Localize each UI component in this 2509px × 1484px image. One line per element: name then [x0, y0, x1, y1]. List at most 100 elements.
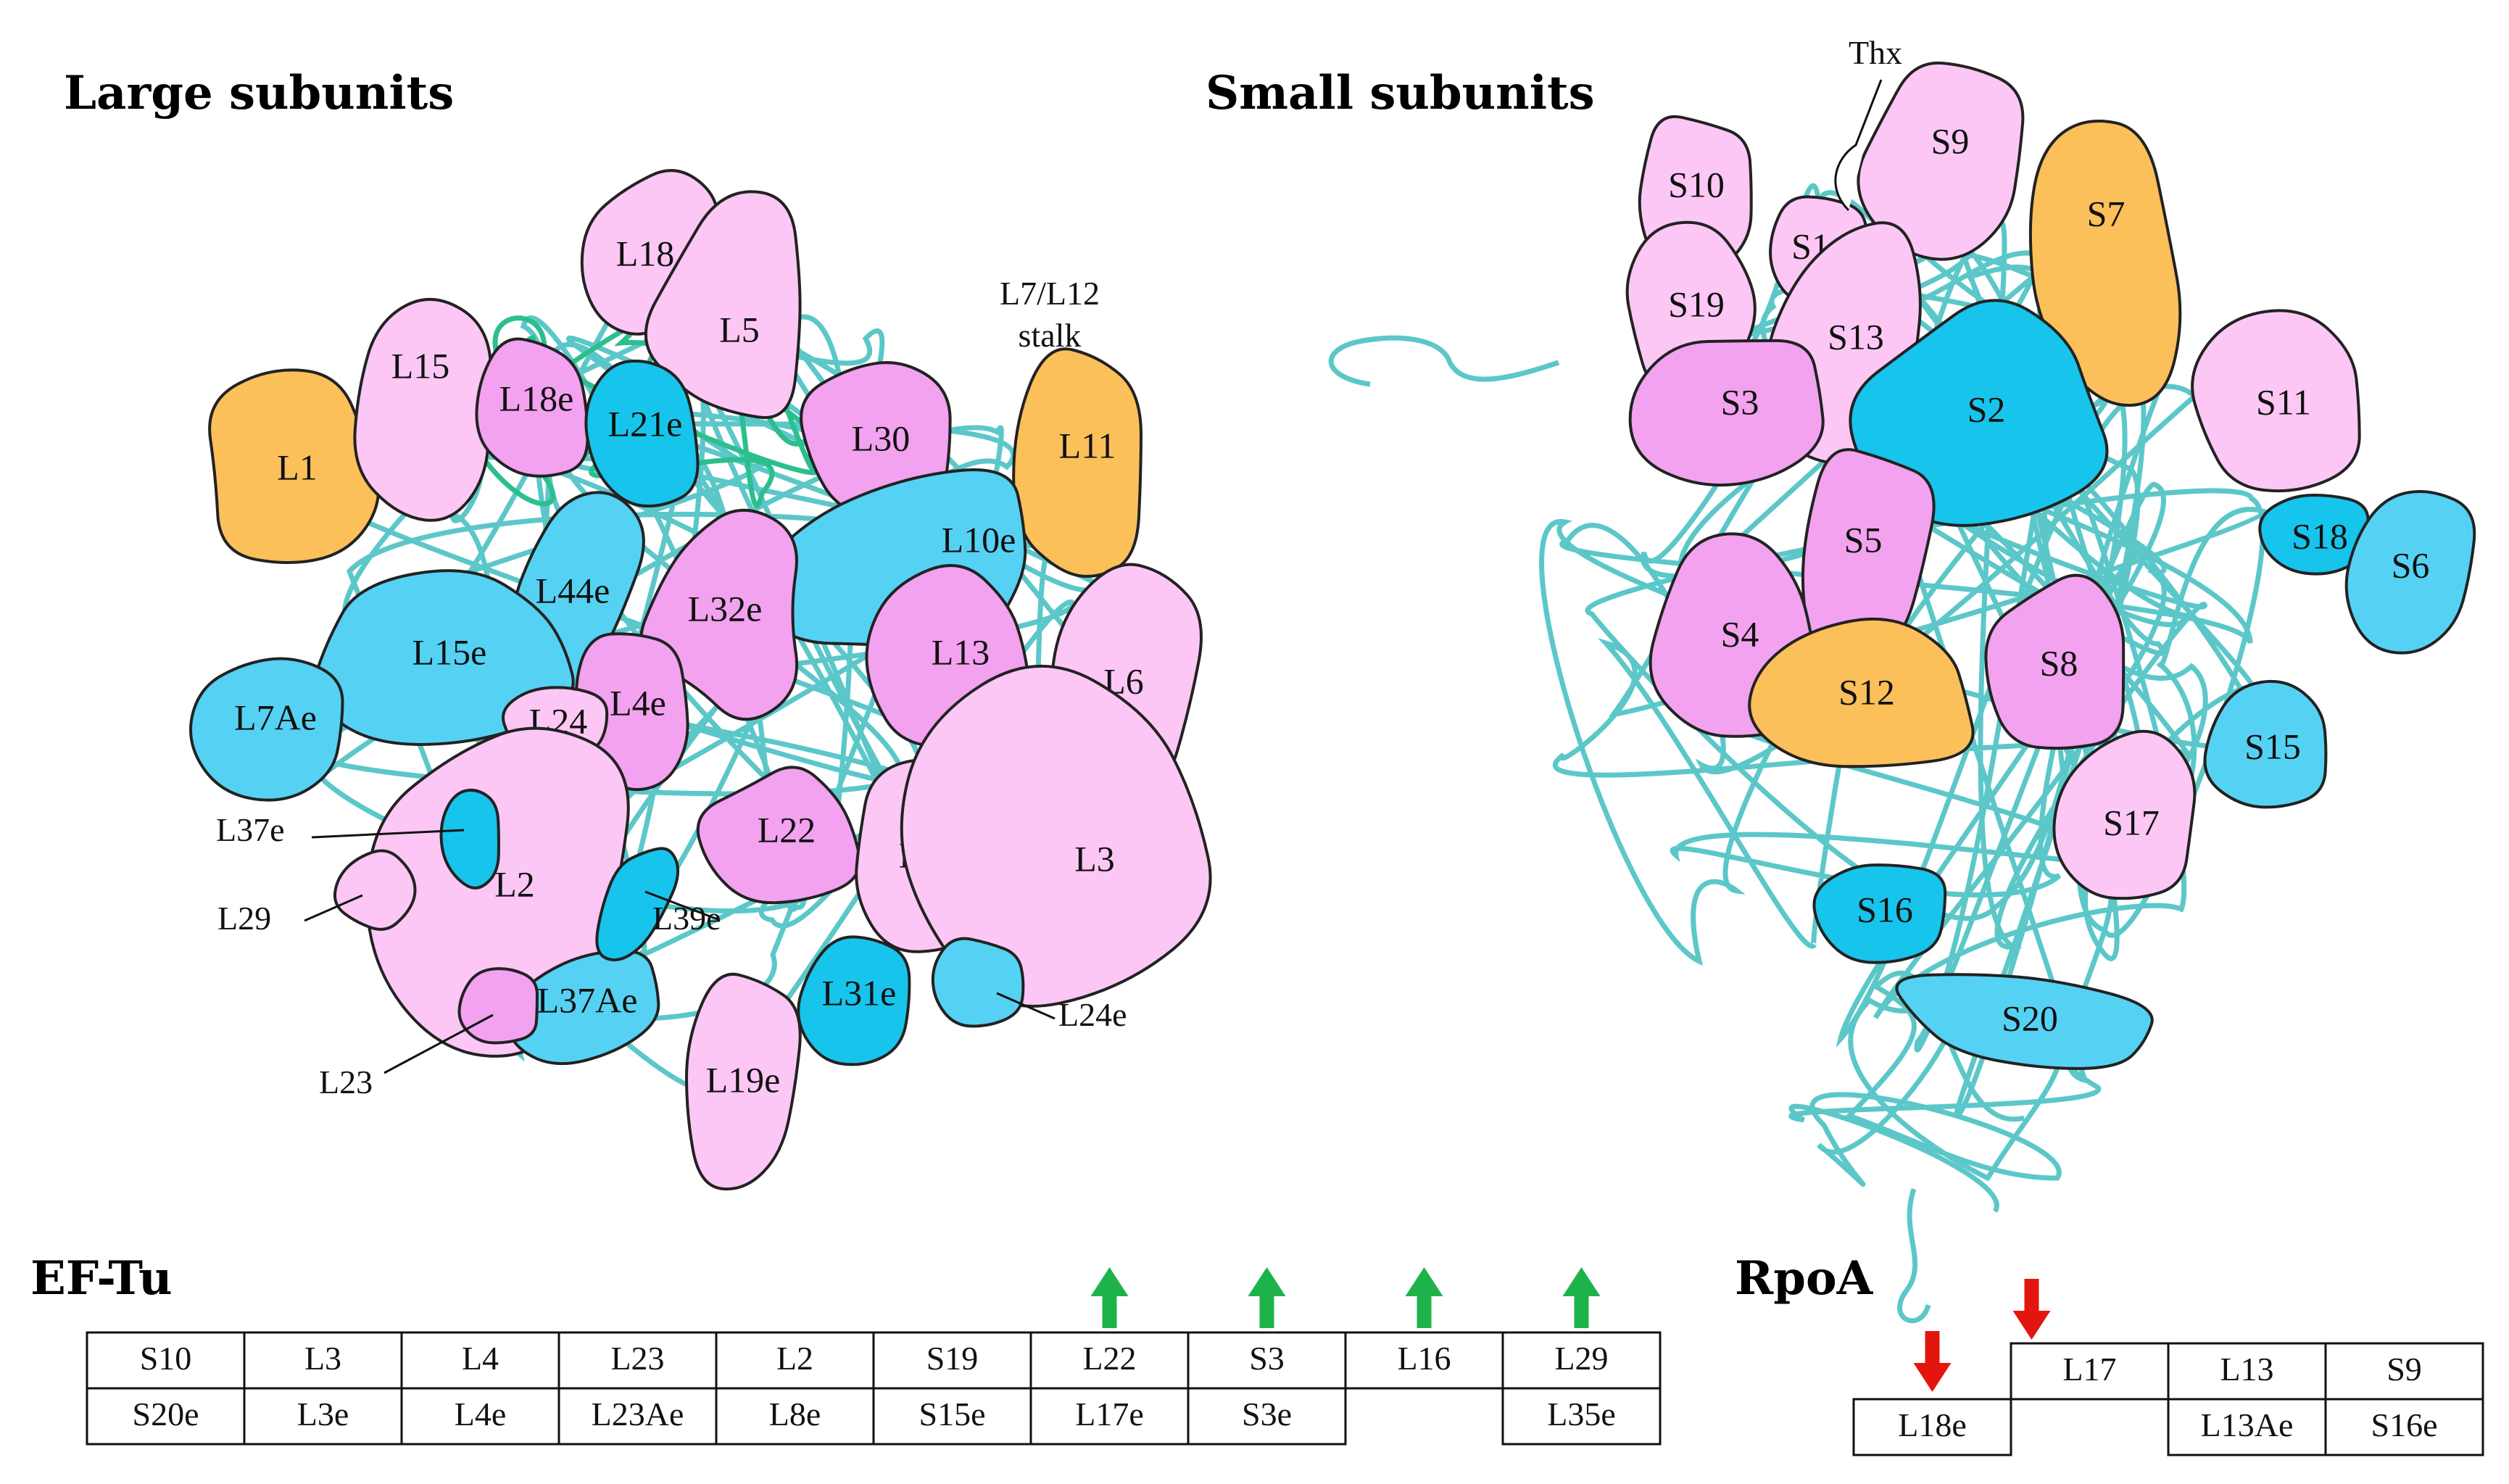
svg-text:L4e: L4e: [610, 682, 666, 723]
protein-s15: S15: [2203, 679, 2328, 809]
svg-text:S4: S4: [1721, 613, 1759, 654]
svg-text:L16: L16: [1397, 1340, 1451, 1377]
protein-l31e: L31e: [797, 935, 911, 1066]
small-subunits-title: Small subunits: [1206, 66, 1595, 120]
svg-text:S11: S11: [2256, 381, 2311, 422]
eftu-row2-cell: L8e: [715, 1387, 875, 1446]
rpoa-bottom-cell: S16e: [2324, 1398, 2484, 1456]
eftu-interaction-table: S10S20eL3L3eL4L4eL23L23AeL2L8eS19S15eL22…: [86, 1331, 1662, 1446]
protein-s17: S17: [2052, 729, 2197, 900]
eftu-row2-cell: S3e: [1187, 1387, 1347, 1446]
stalk-label-line1: L7/L12: [1000, 275, 1100, 312]
protein-s8: S8: [1984, 573, 2126, 750]
svg-text:L2: L2: [494, 863, 535, 904]
svg-text:L37e: L37e: [216, 811, 285, 848]
svg-text:L39e: L39e: [652, 900, 721, 937]
protein-s7: S7: [2028, 120, 2182, 407]
protein-l37ae: L37Ae: [506, 949, 660, 1066]
eftu-row1-cell: L3: [243, 1331, 403, 1390]
eftu-row2-cell: L3e: [243, 1387, 403, 1446]
svg-text:S2: S2: [1967, 389, 2006, 429]
rpoa-top-cell: L17: [2010, 1342, 2170, 1401]
eftu-row1-cell: S3: [1187, 1331, 1347, 1390]
svg-text:S16: S16: [1857, 889, 1913, 929]
protein-s11: S11: [2191, 309, 2361, 493]
thx-label: Thx: [1849, 34, 1902, 71]
callout-l29: L29: [217, 849, 417, 937]
eftu-row2-cell: L17e: [1029, 1387, 1190, 1446]
svg-text:L37Ae: L37Ae: [537, 979, 638, 1020]
eftu-row1-cell: L23: [557, 1331, 718, 1390]
svg-text:S6: S6: [2392, 544, 2430, 585]
rpoa-bottom-cell: L13Ae: [2167, 1398, 2327, 1456]
svg-text:L8e: L8e: [769, 1396, 821, 1433]
svg-text:S20e: S20e: [133, 1396, 199, 1433]
svg-text:S7: S7: [2087, 193, 2126, 233]
down-arrow-icon: [2012, 1279, 2051, 1340]
svg-text:L18e: L18e: [1898, 1406, 1967, 1443]
large-subunits-title: Large subunits: [64, 66, 454, 120]
svg-text:S12: S12: [1838, 671, 1895, 712]
svg-text:L29: L29: [1554, 1340, 1608, 1377]
svg-text:L2: L2: [776, 1340, 813, 1377]
protein-s20: S20: [1895, 973, 2154, 1070]
callout-l24e: L24e: [931, 937, 1127, 1033]
svg-text:S13: S13: [1828, 316, 1884, 357]
svg-text:S3: S3: [1249, 1340, 1285, 1377]
svg-text:L18: L18: [616, 233, 675, 273]
svg-text:S3: S3: [1721, 381, 1759, 422]
svg-text:S8: S8: [2040, 642, 2078, 683]
protein-s18: S18: [2258, 493, 2370, 576]
svg-text:S3e: S3e: [1242, 1396, 1292, 1433]
svg-text:L31e: L31e: [822, 972, 897, 1013]
protein-s16: S16: [1812, 863, 1947, 964]
svg-text:L15e: L15e: [412, 631, 487, 672]
svg-text:L35e: L35e: [1547, 1396, 1616, 1433]
svg-text:L13: L13: [2220, 1351, 2273, 1388]
protein-l11: L11: [1012, 347, 1143, 579]
stalk-label-line2: stalk: [1019, 317, 1082, 354]
callout-l23: L23: [319, 967, 539, 1100]
protein-l22: L22: [696, 766, 861, 905]
eftu-title: EF-Tu: [30, 1251, 173, 1306]
svg-text:L4: L4: [462, 1340, 499, 1377]
svg-text:S5: S5: [1844, 519, 1883, 560]
eftu-row1-cell: S10: [86, 1331, 246, 1390]
eftu-row1-cell: L4: [400, 1331, 560, 1390]
eftu-row2-cell: L35e: [1501, 1387, 1662, 1446]
arrow-markers: [1090, 1267, 2051, 1392]
rpoa-bottom-cell: L18e: [1852, 1398, 2012, 1456]
callout-l39e: L39e: [595, 847, 721, 962]
svg-text:L17e: L17e: [1075, 1396, 1144, 1433]
eftu-row1-cell: L22: [1029, 1331, 1190, 1390]
svg-text:L15: L15: [391, 345, 450, 386]
svg-text:L17: L17: [2062, 1351, 2116, 1388]
svg-text:L23Ae: L23Ae: [592, 1396, 684, 1433]
svg-text:S10: S10: [1668, 164, 1725, 204]
up-arrow-icon: [1562, 1267, 1601, 1328]
svg-text:L22: L22: [1082, 1340, 1136, 1377]
eftu-row1-cell: L2: [715, 1331, 875, 1390]
svg-text:S9: S9: [2386, 1351, 2422, 1388]
svg-text:S9: S9: [1931, 120, 1970, 161]
rpoa-top-cell: S9: [2324, 1342, 2484, 1401]
rpoa-top-cell: L13: [2167, 1342, 2327, 1401]
svg-text:L3: L3: [304, 1340, 341, 1377]
down-arrow-icon: [1913, 1331, 1952, 1392]
protein-l15e: L15e: [313, 569, 575, 746]
protein-s6: S6: [2344, 490, 2476, 655]
protein-l21e: L21e: [584, 360, 700, 508]
svg-text:S18: S18: [2292, 515, 2348, 556]
svg-text:L44e: L44e: [536, 570, 610, 610]
eftu-row1-cell: L29: [1501, 1331, 1662, 1390]
protein-l3: L3: [900, 665, 1212, 1008]
svg-text:L3: L3: [1074, 838, 1115, 879]
svg-text:S15: S15: [2244, 726, 2301, 766]
svg-text:L23: L23: [610, 1340, 664, 1377]
up-arrow-icon: [1090, 1267, 1129, 1328]
eftu-row1-cell: L16: [1344, 1331, 1504, 1390]
svg-text:L30: L30: [852, 418, 911, 458]
